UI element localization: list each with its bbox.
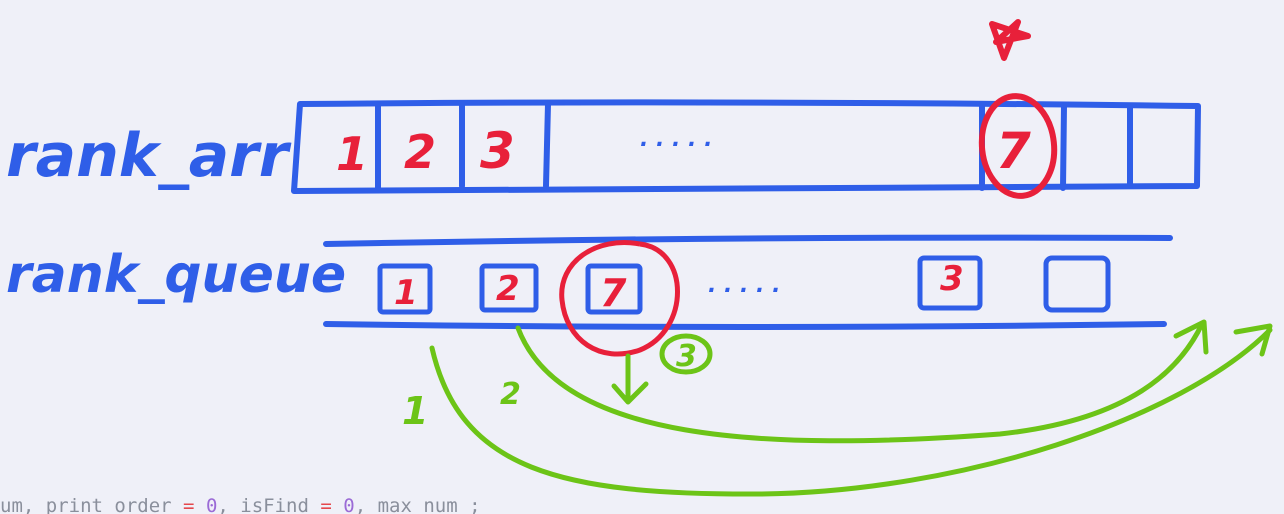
rank-queue-item-1: 1 [394, 273, 418, 313]
star-icon [989, 19, 1031, 61]
step-label-1: 1 [402, 389, 428, 433]
step-label-3: 3 [676, 339, 697, 374]
rank-queue-item-box-1 [377, 263, 433, 315]
rank-queue-item-box-2 [479, 263, 539, 313]
code-zero-2: 0 [343, 497, 355, 514]
arrow-head-1 [1233, 323, 1273, 357]
arrow-path-1 [429, 327, 1273, 497]
arrow-head-3 [611, 381, 649, 405]
rank-queue-item-7: 7 [600, 271, 627, 315]
rank-queue-ellipsis: . . . . . [708, 273, 780, 298]
arrow-path-2 [515, 321, 1205, 444]
rank-queue-label: rank_queue [6, 245, 346, 305]
rank-queue-items [377, 255, 1111, 315]
code-mid: , isFind [217, 497, 321, 514]
rank-queue-item-2: 2 [496, 269, 520, 309]
rank-queue-item-box-3 [585, 263, 643, 315]
rank-arr-divider-5 [1060, 103, 1067, 191]
code-suffix: , max_num ; [354, 497, 481, 514]
rank-queue-rails [323, 234, 1173, 330]
green-flow-arrows [429, 319, 1273, 497]
rank-queue-item-box-5 [1043, 255, 1111, 313]
rank-arr-ellipsis: . . . . . [640, 127, 712, 152]
rank-arr-cell-3: 3 [480, 122, 515, 180]
rank-arr-divider-3 [543, 101, 551, 189]
code-prefix: um, print_order [0, 497, 184, 514]
step-3-circle [659, 333, 713, 375]
rank-arr-highlight-circle [978, 93, 1058, 199]
rank-queue-top-rail [323, 234, 1173, 247]
arrow-head-2 [1173, 319, 1209, 355]
step-label-2: 2 [500, 377, 521, 412]
code-eq-1: = [183, 497, 195, 514]
rank-arr-cell-2: 2 [404, 125, 436, 179]
rank-queue-item-box-4 [917, 255, 983, 311]
code-line: um, print_order = 0, isFind = 0, max_num… [0, 497, 1284, 514]
code-zero-1: 0 [205, 497, 218, 514]
rank-arr-cell-1: 1 [336, 127, 368, 181]
code-eq-2: = [320, 497, 332, 514]
rank-arr-cell-7: 7 [996, 122, 1031, 180]
rank-queue-item-3: 3 [940, 259, 964, 299]
rank-arr-label: rank_arr [6, 121, 292, 191]
rank-queue-highlight-circle [559, 240, 680, 357]
rank-queue-bottom-rail [323, 321, 1167, 330]
